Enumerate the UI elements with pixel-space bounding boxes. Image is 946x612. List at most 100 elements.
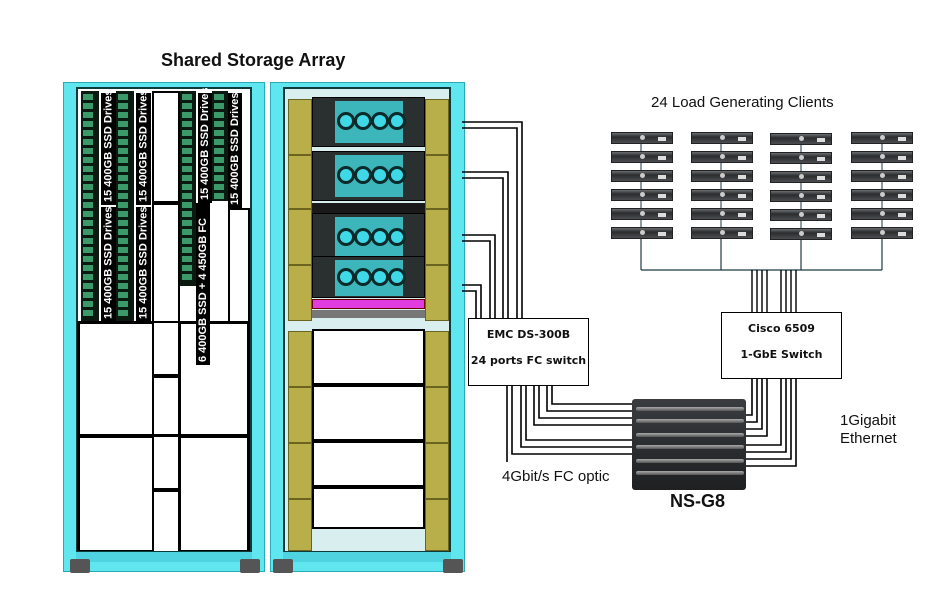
drive-slot: [83, 247, 93, 253]
client-server: [770, 133, 832, 145]
client-server: [691, 151, 753, 163]
client-server: [851, 189, 913, 201]
client-server: [611, 170, 673, 182]
side-panel: [425, 331, 449, 387]
drive-slot: [182, 220, 192, 226]
storage-rack-left: 15 400GB SSD Drives 15 400GB SSD Drives …: [63, 82, 265, 573]
fc-switch-model: EMC DS-300B: [486, 328, 571, 341]
drive-slot: [182, 256, 192, 262]
drive-slot: [118, 148, 128, 154]
fan-icon: [354, 228, 372, 246]
clients-title: 24 Load Generating Clients: [651, 94, 834, 111]
drive-slot: [118, 265, 128, 271]
drive-slot: [182, 265, 192, 271]
drive-slot: [118, 193, 128, 199]
side-panel: [425, 387, 449, 443]
client-stack-links: [640, 140, 883, 238]
drive-slot: [83, 148, 93, 154]
ethernet-switch: Cisco 6509 1-GbE Switch: [721, 312, 842, 379]
side-panel: [425, 155, 449, 209]
drive-slot: [118, 121, 128, 127]
fc-switch: EMC DS-300B 24 ports FC switch: [468, 318, 589, 386]
drive-slot: [182, 130, 192, 136]
client-server: [611, 132, 673, 144]
drive-slot: [83, 283, 93, 289]
ethernet-switch-description: 1-GbE Switch: [740, 348, 823, 361]
client-server: [851, 227, 913, 239]
drive-slot: [83, 310, 93, 316]
drive-column: [116, 91, 134, 323]
fc-server-cables: [506, 386, 632, 462]
drive-slot: [83, 139, 93, 145]
drive-slot: [118, 166, 128, 172]
nsg8-server: [628, 395, 748, 490]
client-server: [770, 190, 832, 202]
ethernet-server-cables: [745, 379, 797, 467]
standby-power-unit: [312, 299, 425, 309]
rack-foot: [273, 559, 293, 573]
rack-foot: [240, 559, 260, 573]
drive-slot: [118, 103, 128, 109]
processor-enclosure: [312, 151, 425, 201]
client-server: [611, 189, 673, 201]
client-server: [691, 170, 753, 182]
side-panel: [288, 331, 312, 387]
drive-slot: [83, 274, 93, 280]
processor-enclosure: [312, 97, 425, 147]
empty-bay: [178, 435, 250, 553]
fan-icon: [388, 166, 406, 184]
side-panel: [288, 155, 312, 209]
drive-slot: [83, 256, 93, 262]
ethernet-label: 1Gigabit Ethernet: [840, 412, 897, 448]
drive-slot: [182, 148, 192, 154]
fc-switch-description: 24 ports FC switch: [470, 354, 587, 367]
drive-slot: [182, 193, 192, 199]
ethernet-label-line2: Ethernet: [840, 430, 897, 447]
side-panel: [288, 443, 312, 499]
drive-slot: [118, 256, 128, 262]
fan-icon: [354, 268, 372, 286]
drive-slot: [83, 211, 93, 217]
client-server: [691, 132, 753, 144]
side-panel: [425, 443, 449, 499]
drive-slot: [118, 229, 128, 235]
side-panel: [288, 209, 312, 265]
drive-slot: [214, 148, 224, 154]
client-server: [611, 227, 673, 239]
drive-slot: [118, 184, 128, 190]
rack-foot: [70, 559, 90, 573]
fan-icon: [337, 268, 355, 286]
empty-shelf: [312, 487, 425, 529]
processor-enclosure: [312, 213, 425, 263]
drive-slot: [182, 184, 192, 190]
client-server: [770, 152, 832, 164]
client-server: [770, 209, 832, 221]
ethernet-switch-model: Cisco 6509: [748, 322, 815, 335]
drive-slot: [83, 130, 93, 136]
drive-slot: [83, 94, 93, 100]
client-server: [611, 151, 673, 163]
empty-bay: [228, 208, 250, 323]
empty-bay: [77, 435, 157, 553]
client-server: [770, 171, 832, 183]
side-panel: [425, 499, 449, 551]
drive-slot: [182, 175, 192, 181]
side-panel: [425, 209, 449, 265]
drive-slot: [214, 166, 224, 172]
fan-icon: [337, 166, 355, 184]
empty-shelf: [312, 441, 425, 487]
drive-slot: [83, 229, 93, 235]
fan-icon: [371, 268, 389, 286]
fan-icon: [388, 268, 406, 286]
drive-slot: [83, 103, 93, 109]
client-server: [691, 208, 753, 220]
storage-array-title: Shared Storage Array: [161, 50, 346, 70]
drive-slot: [214, 184, 224, 190]
storage-rack-right: [270, 82, 465, 573]
drive-slot: [83, 292, 93, 298]
drive-slot: [118, 238, 128, 244]
fc-link-label: 4Gbit/s FC optic: [502, 468, 610, 485]
drive-slot: [83, 193, 93, 199]
processor-enclosure: [312, 256, 425, 298]
